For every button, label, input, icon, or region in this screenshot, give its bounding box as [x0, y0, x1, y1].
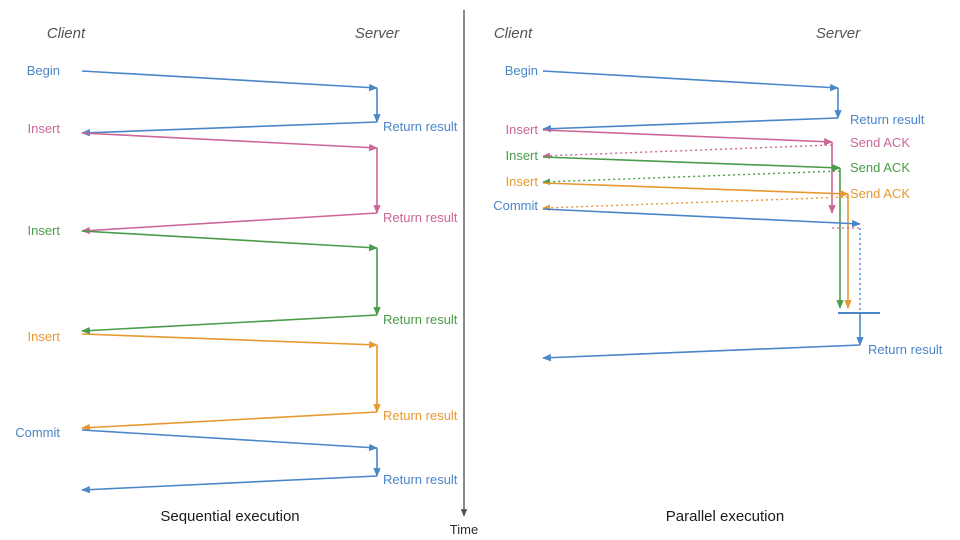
reply-arrow-insert-2	[81, 314, 378, 335]
request-arrow-insert-2	[81, 230, 378, 252]
reply-arrow-commit	[542, 344, 861, 362]
right-label-begin: Return result	[383, 119, 458, 134]
actor-label-server: Server	[355, 25, 400, 42]
reply-arrow-insert-3	[81, 411, 378, 432]
time-axis-layer: Time	[450, 10, 478, 537]
right-label-commit: Return result	[383, 472, 458, 487]
panel-caption-sequential: Sequential execution	[160, 508, 299, 525]
request-arrow-begin	[542, 70, 839, 92]
right-label-insert-3: Return result	[383, 408, 458, 423]
left-label-commit: Commit	[493, 198, 538, 213]
reply-arrow-begin	[542, 117, 839, 133]
request-arrow-commit	[542, 208, 861, 228]
request-arrow-commit	[81, 429, 378, 452]
left-label-begin: Begin	[27, 63, 60, 78]
actor-label-server: Server	[816, 25, 861, 42]
ack-arrow-insert-1	[542, 144, 833, 159]
left-label-insert-3: Insert	[505, 174, 538, 189]
ack-arrow-insert-3	[542, 196, 849, 211]
request-arrow-begin	[81, 70, 378, 92]
left-label-insert-2: Insert	[505, 148, 538, 163]
right-label-insert-1: Send ACK	[850, 135, 910, 150]
request-arrow-insert-1	[542, 129, 833, 146]
right-label-insert-3: Send ACK	[850, 186, 910, 201]
right-label-begin: Return result	[850, 112, 925, 127]
left-label-insert-3: Insert	[27, 329, 60, 344]
time-axis-label: Time	[450, 522, 478, 537]
left-label-commit: Commit	[15, 425, 60, 440]
ack-arrow-insert-2	[542, 170, 841, 185]
right-label-commit: Return result	[868, 342, 943, 357]
right-label-insert-2: Send ACK	[850, 160, 910, 175]
request-arrow-insert-3	[542, 182, 849, 198]
right-label-insert-2: Return result	[383, 312, 458, 327]
left-label-insert-1: Insert	[27, 121, 60, 136]
panel-caption-parallel: Parallel execution	[666, 508, 784, 525]
actor-label-client: Client	[47, 25, 86, 42]
left-label-insert-1: Insert	[505, 122, 538, 137]
request-arrow-insert-3	[81, 333, 378, 349]
actor-label-client: Client	[494, 25, 533, 42]
request-arrow-insert-2	[542, 156, 841, 172]
reply-arrow-begin	[81, 121, 378, 137]
reply-arrow-commit	[81, 475, 378, 494]
reply-arrow-insert-1	[81, 212, 378, 235]
request-arrow-insert-1	[81, 132, 378, 152]
left-label-insert-2: Insert	[27, 223, 60, 238]
left-label-begin: Begin	[505, 63, 538, 78]
right-label-insert-1: Return result	[383, 210, 458, 225]
